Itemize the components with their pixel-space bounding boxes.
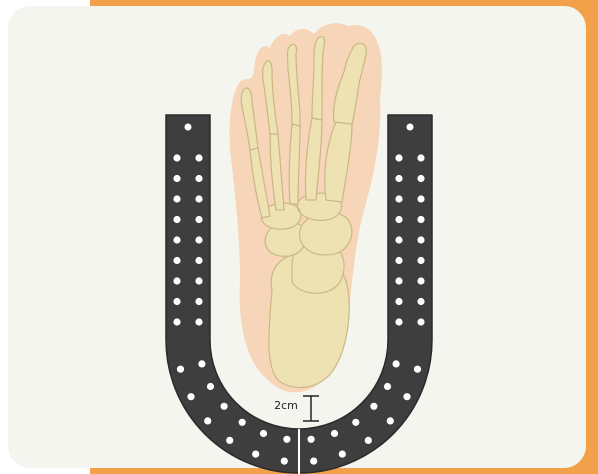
splint-hole	[281, 458, 288, 465]
splint-hole	[204, 417, 211, 424]
splint-hole	[403, 393, 410, 400]
splint-hole	[395, 257, 402, 264]
splint-hole	[331, 430, 338, 437]
splint-hole	[195, 236, 202, 243]
splint-hole	[417, 216, 424, 223]
splint-hole	[395, 154, 402, 161]
splint-hole	[395, 318, 402, 325]
splint-hole	[310, 458, 317, 465]
splint-hole	[417, 257, 424, 264]
splint-hole	[173, 175, 180, 182]
splint-hole	[173, 195, 180, 202]
splint-hole	[395, 216, 402, 223]
splint-hole	[187, 393, 194, 400]
splint-hole	[308, 436, 315, 443]
splint-hole	[195, 175, 202, 182]
splint-hole	[173, 154, 180, 161]
splint-hole	[417, 154, 424, 161]
splint-hole	[195, 318, 202, 325]
splint-hole	[370, 403, 377, 410]
splint-hole	[384, 383, 391, 390]
splint-hole	[221, 403, 228, 410]
splint-hole	[226, 437, 233, 444]
splint-hole	[195, 257, 202, 264]
splint-hole	[195, 277, 202, 284]
splint-hole	[395, 195, 402, 202]
splint-hole	[195, 298, 202, 305]
splint-hole	[283, 436, 290, 443]
splint-hole	[195, 154, 202, 161]
metatarsal-3	[289, 124, 300, 204]
mount-hole-left	[185, 124, 192, 131]
splint-hole	[417, 236, 424, 243]
splint-hole	[260, 430, 267, 437]
splint-hole	[414, 366, 421, 373]
dimension-marker	[303, 396, 319, 421]
splint-hole	[352, 419, 359, 426]
splint-hole	[239, 419, 246, 426]
splint-hole	[395, 175, 402, 182]
splint-hole	[417, 277, 424, 284]
splint-hole	[387, 417, 394, 424]
splint-hole	[339, 451, 346, 458]
splint-hole	[417, 175, 424, 182]
splint-hole	[395, 277, 402, 284]
splint-hole	[173, 216, 180, 223]
splint-hole	[393, 360, 400, 367]
splint-hole	[173, 298, 180, 305]
splint-hole	[173, 257, 180, 264]
splint-hole	[365, 437, 372, 444]
dimension-label: 2cm	[268, 399, 304, 413]
splint-hole	[395, 236, 402, 243]
splint-hole	[198, 360, 205, 367]
splint-hole	[207, 383, 214, 390]
splint-hole	[195, 195, 202, 202]
splint-hole	[417, 318, 424, 325]
splint-hole	[252, 451, 259, 458]
mount-hole-right	[407, 124, 414, 131]
splint-hole	[417, 195, 424, 202]
splint-hole	[195, 216, 202, 223]
splint-hole	[417, 298, 424, 305]
splint-hole	[173, 236, 180, 243]
splint-hole	[395, 298, 402, 305]
splint-hole	[177, 366, 184, 373]
splint-hole	[173, 277, 180, 284]
splint-hole	[173, 318, 180, 325]
